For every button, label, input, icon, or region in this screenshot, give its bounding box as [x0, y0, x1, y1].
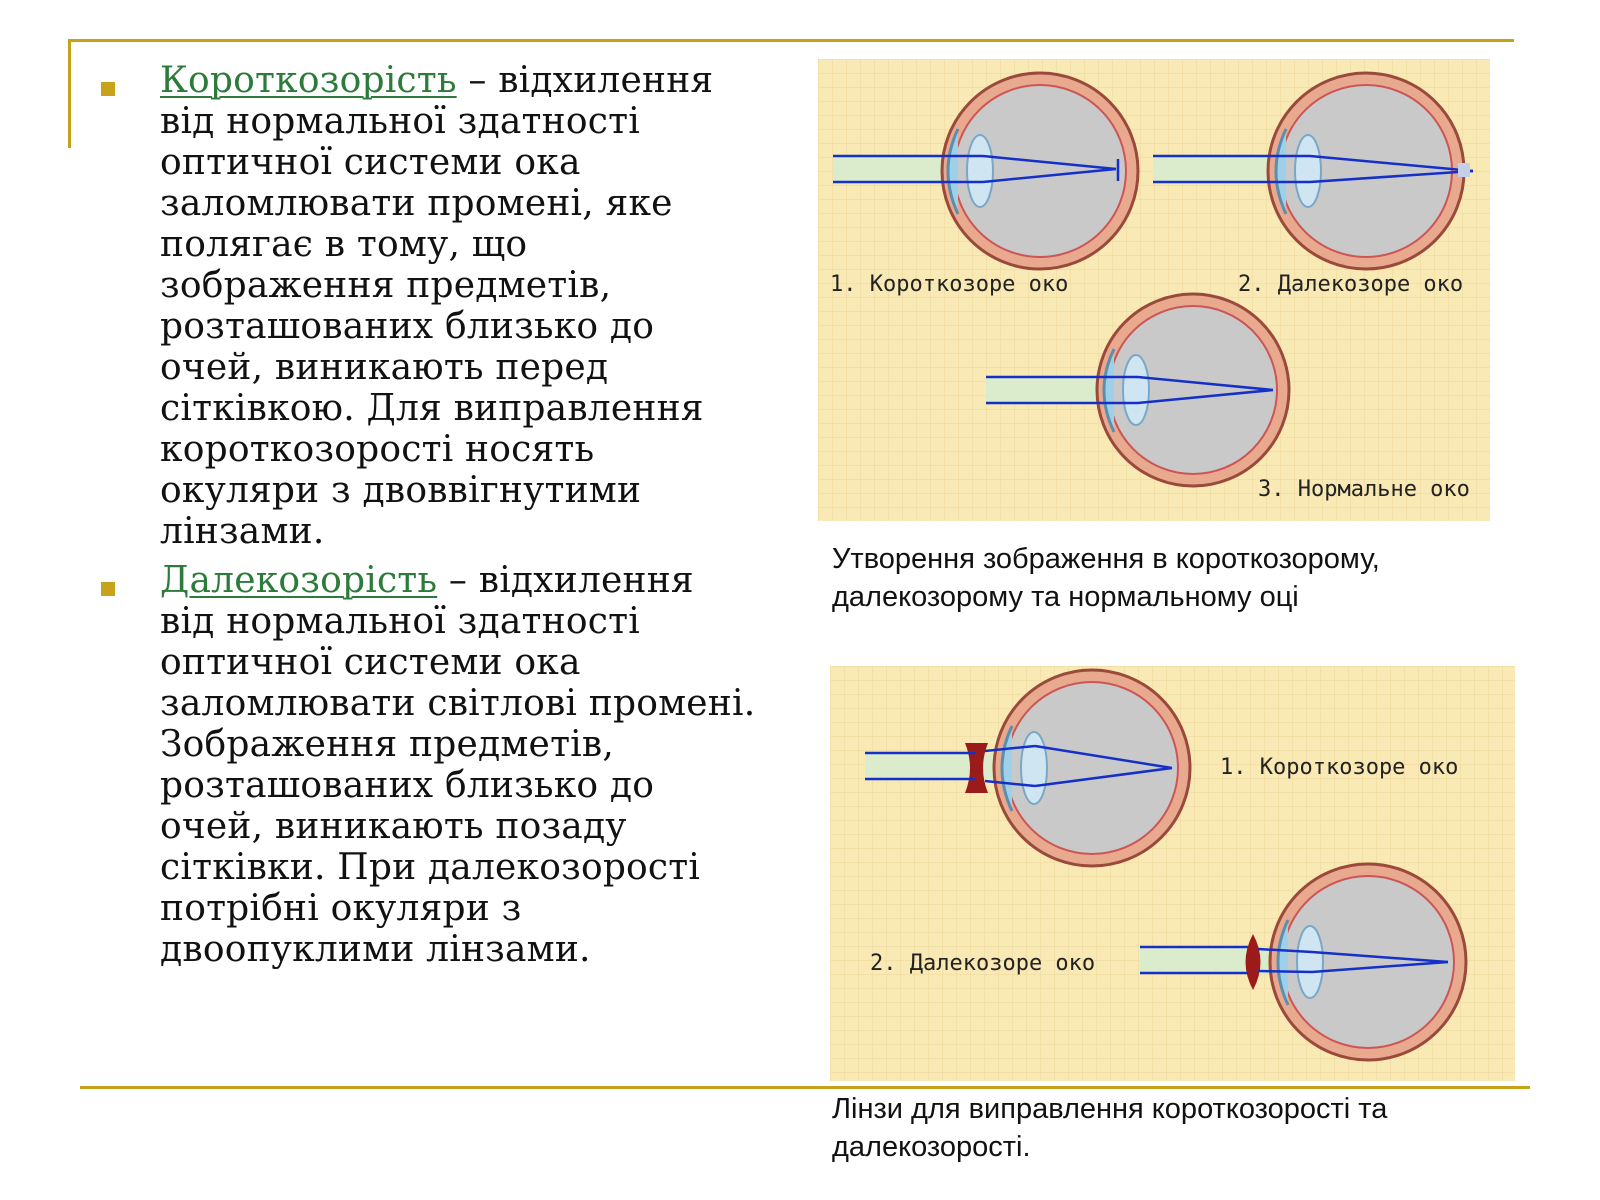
bullet-square-icon — [101, 82, 115, 96]
left-rule — [68, 39, 71, 148]
myopia-link[interactable]: Короткозорість — [160, 60, 457, 101]
bullet-hyperopia: Далекозорість – відхилення від нормально… — [96, 560, 756, 970]
figure1-label-hyperopic: 2. Далекозоре око — [1238, 272, 1463, 297]
myopic-eye-correction-diagram — [865, 668, 1192, 868]
figure1-caption: Утворення зображення в короткозорому, да… — [832, 543, 1380, 613]
bottom-rule — [80, 1086, 1530, 1089]
bullet-text: Короткозорість – відхилення від нормальн… — [160, 60, 756, 552]
figure2-label-myopic: 1. Короткозоре око — [1220, 755, 1458, 780]
bullet-list: Короткозорість – відхилення від нормальн… — [96, 60, 756, 978]
top-rule — [68, 39, 1514, 42]
concave-lens-icon — [965, 743, 988, 793]
figure1-label-normal: 3. Нормальне око — [1258, 477, 1470, 502]
myopia-description: – відхилення від нормальної здатності оп… — [160, 60, 714, 552]
myopic-eye-diagram — [833, 71, 1140, 271]
corrective-lenses-figure: 1. Короткозоре око 2. Далекозоре око — [830, 666, 1515, 1081]
hyperopic-eye-diagram — [1153, 71, 1474, 271]
bullet-square-icon — [101, 582, 115, 596]
normal-eye-diagram — [986, 292, 1291, 488]
figure2-caption: Лінзи для виправлення короткозорості та … — [832, 1093, 1388, 1163]
hyperopic-eye-correction-diagram — [1140, 862, 1468, 1062]
eye-image-formation-figure: 1. Короткозоре око 2. Далекозоре око 3. … — [818, 59, 1490, 521]
hyperopia-description: – відхилення від нормальної здатності оп… — [160, 560, 756, 970]
bullet-myopia: Короткозорість – відхилення від нормальн… — [96, 60, 756, 552]
figure1-label-myopic: 1. Короткозоре око — [830, 272, 1068, 297]
convex-lens-icon — [1245, 934, 1261, 990]
hyperopia-link[interactable]: Далекозорість — [160, 560, 438, 601]
figure2-label-hyperopic: 2. Далекозоре око — [870, 951, 1095, 976]
bullet-text: Далекозорість – відхилення від нормально… — [160, 560, 756, 970]
